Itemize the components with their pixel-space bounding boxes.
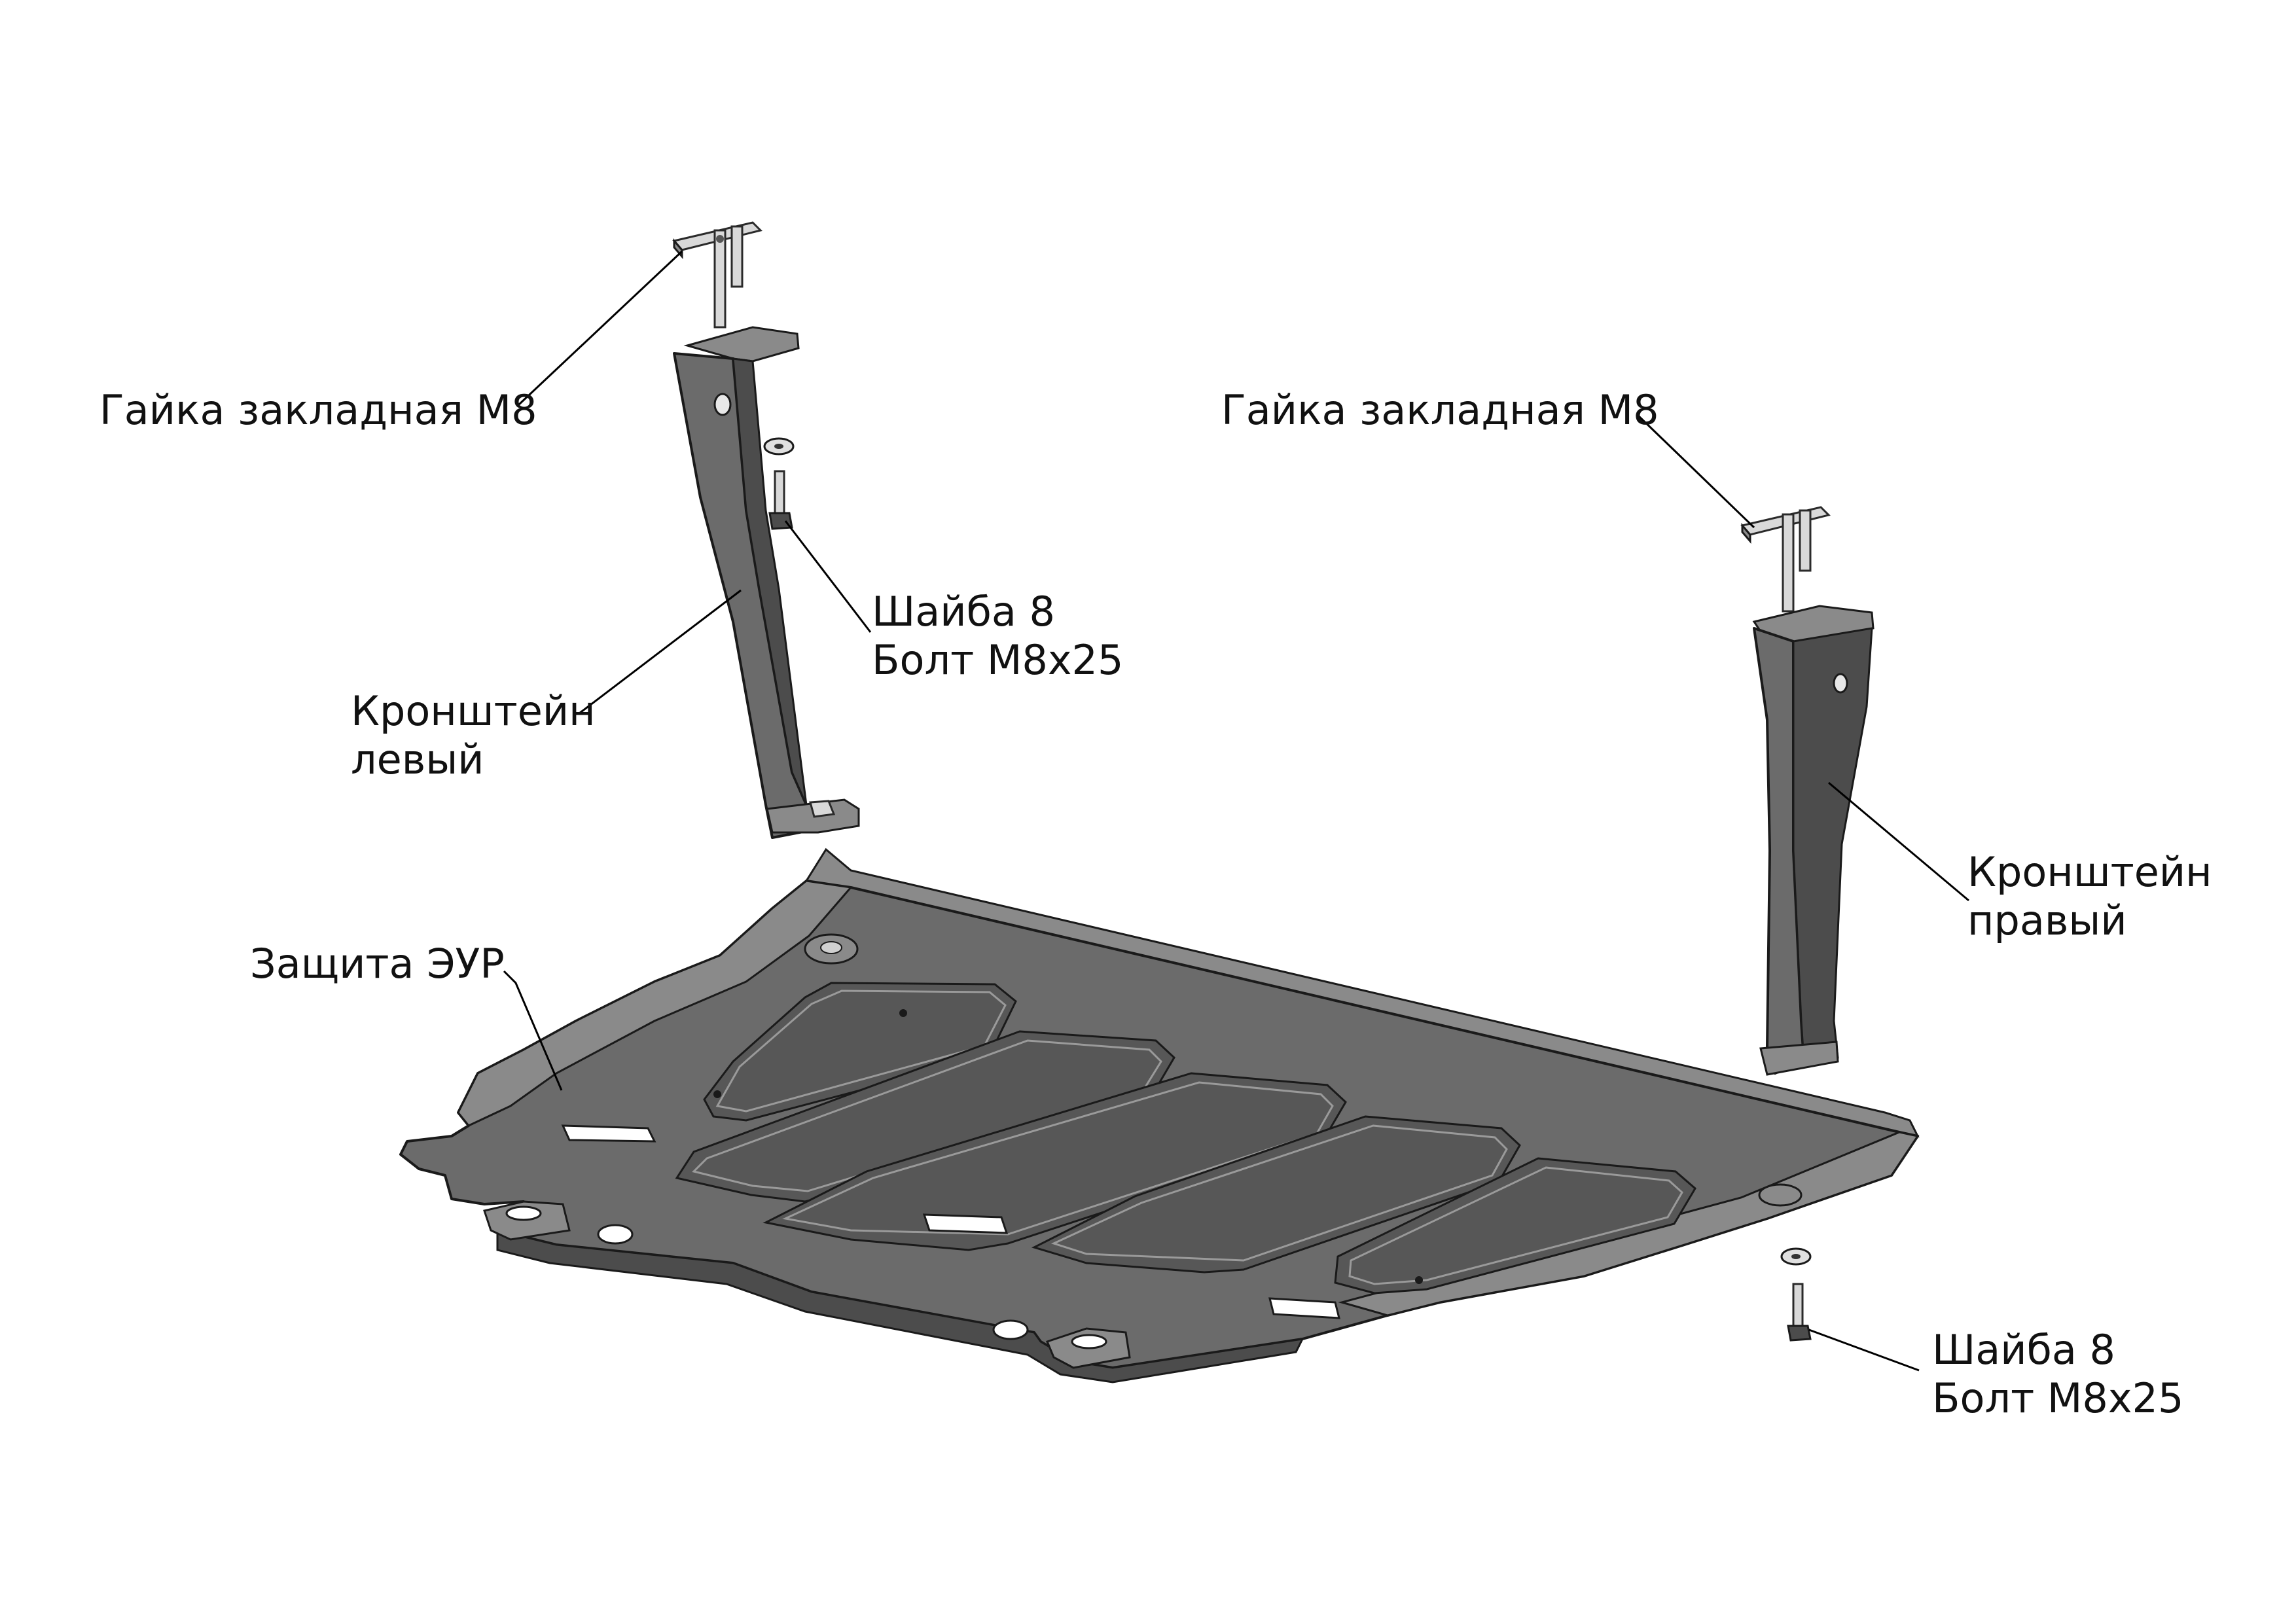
label-bracket-left-line1: Кронштейн (351, 687, 596, 735)
embedded-nut-left (672, 221, 762, 329)
washer-bolt-upper (763, 437, 795, 530)
leader-bracket-right (1828, 781, 1969, 902)
label-bolt-lower: Болт М8х25 (1932, 1374, 2184, 1422)
washer-bolt-lower (1780, 1247, 1812, 1342)
label-washer-upper: Шайба 8 (872, 588, 1055, 635)
label-washer-lower: Шайба 8 (1932, 1326, 2115, 1374)
label-washer-bolt-lower: Шайба 8 Болт М8х25 (1932, 1326, 2183, 1423)
leader-washer-bolt-lower (1808, 1329, 1920, 1372)
label-bracket-right: Кронштейн правый (1967, 848, 2212, 945)
leader-washer-bolt-upper (784, 520, 872, 633)
label-bracket-left: Кронштейн левый (351, 687, 596, 784)
label-bracket-right-line1: Кронштейн (1967, 848, 2212, 896)
leader-bracket-left (579, 589, 742, 715)
label-embedded-nut-left: Гайка закладная М8 (99, 386, 537, 434)
leader-nut-left (518, 250, 683, 406)
leader-nut-right (1638, 415, 1755, 529)
label-guard: Защита ЭУР (250, 940, 505, 988)
embedded-nut-right (1740, 506, 1831, 613)
leader-guard (503, 970, 563, 1091)
label-bracket-right-line2: правый (1967, 897, 2127, 944)
bracket-left (673, 326, 860, 839)
guard-plate (399, 847, 1920, 1383)
label-washer-bolt-upper: Шайба 8 Болт М8х25 (872, 588, 1123, 685)
label-embedded-nut-right: Гайка закладная М8 (1221, 386, 1659, 434)
bracket-right (1752, 605, 1874, 1076)
label-bracket-left-line2: левый (351, 736, 484, 783)
label-bolt-upper: Болт М8х25 (872, 636, 1124, 684)
